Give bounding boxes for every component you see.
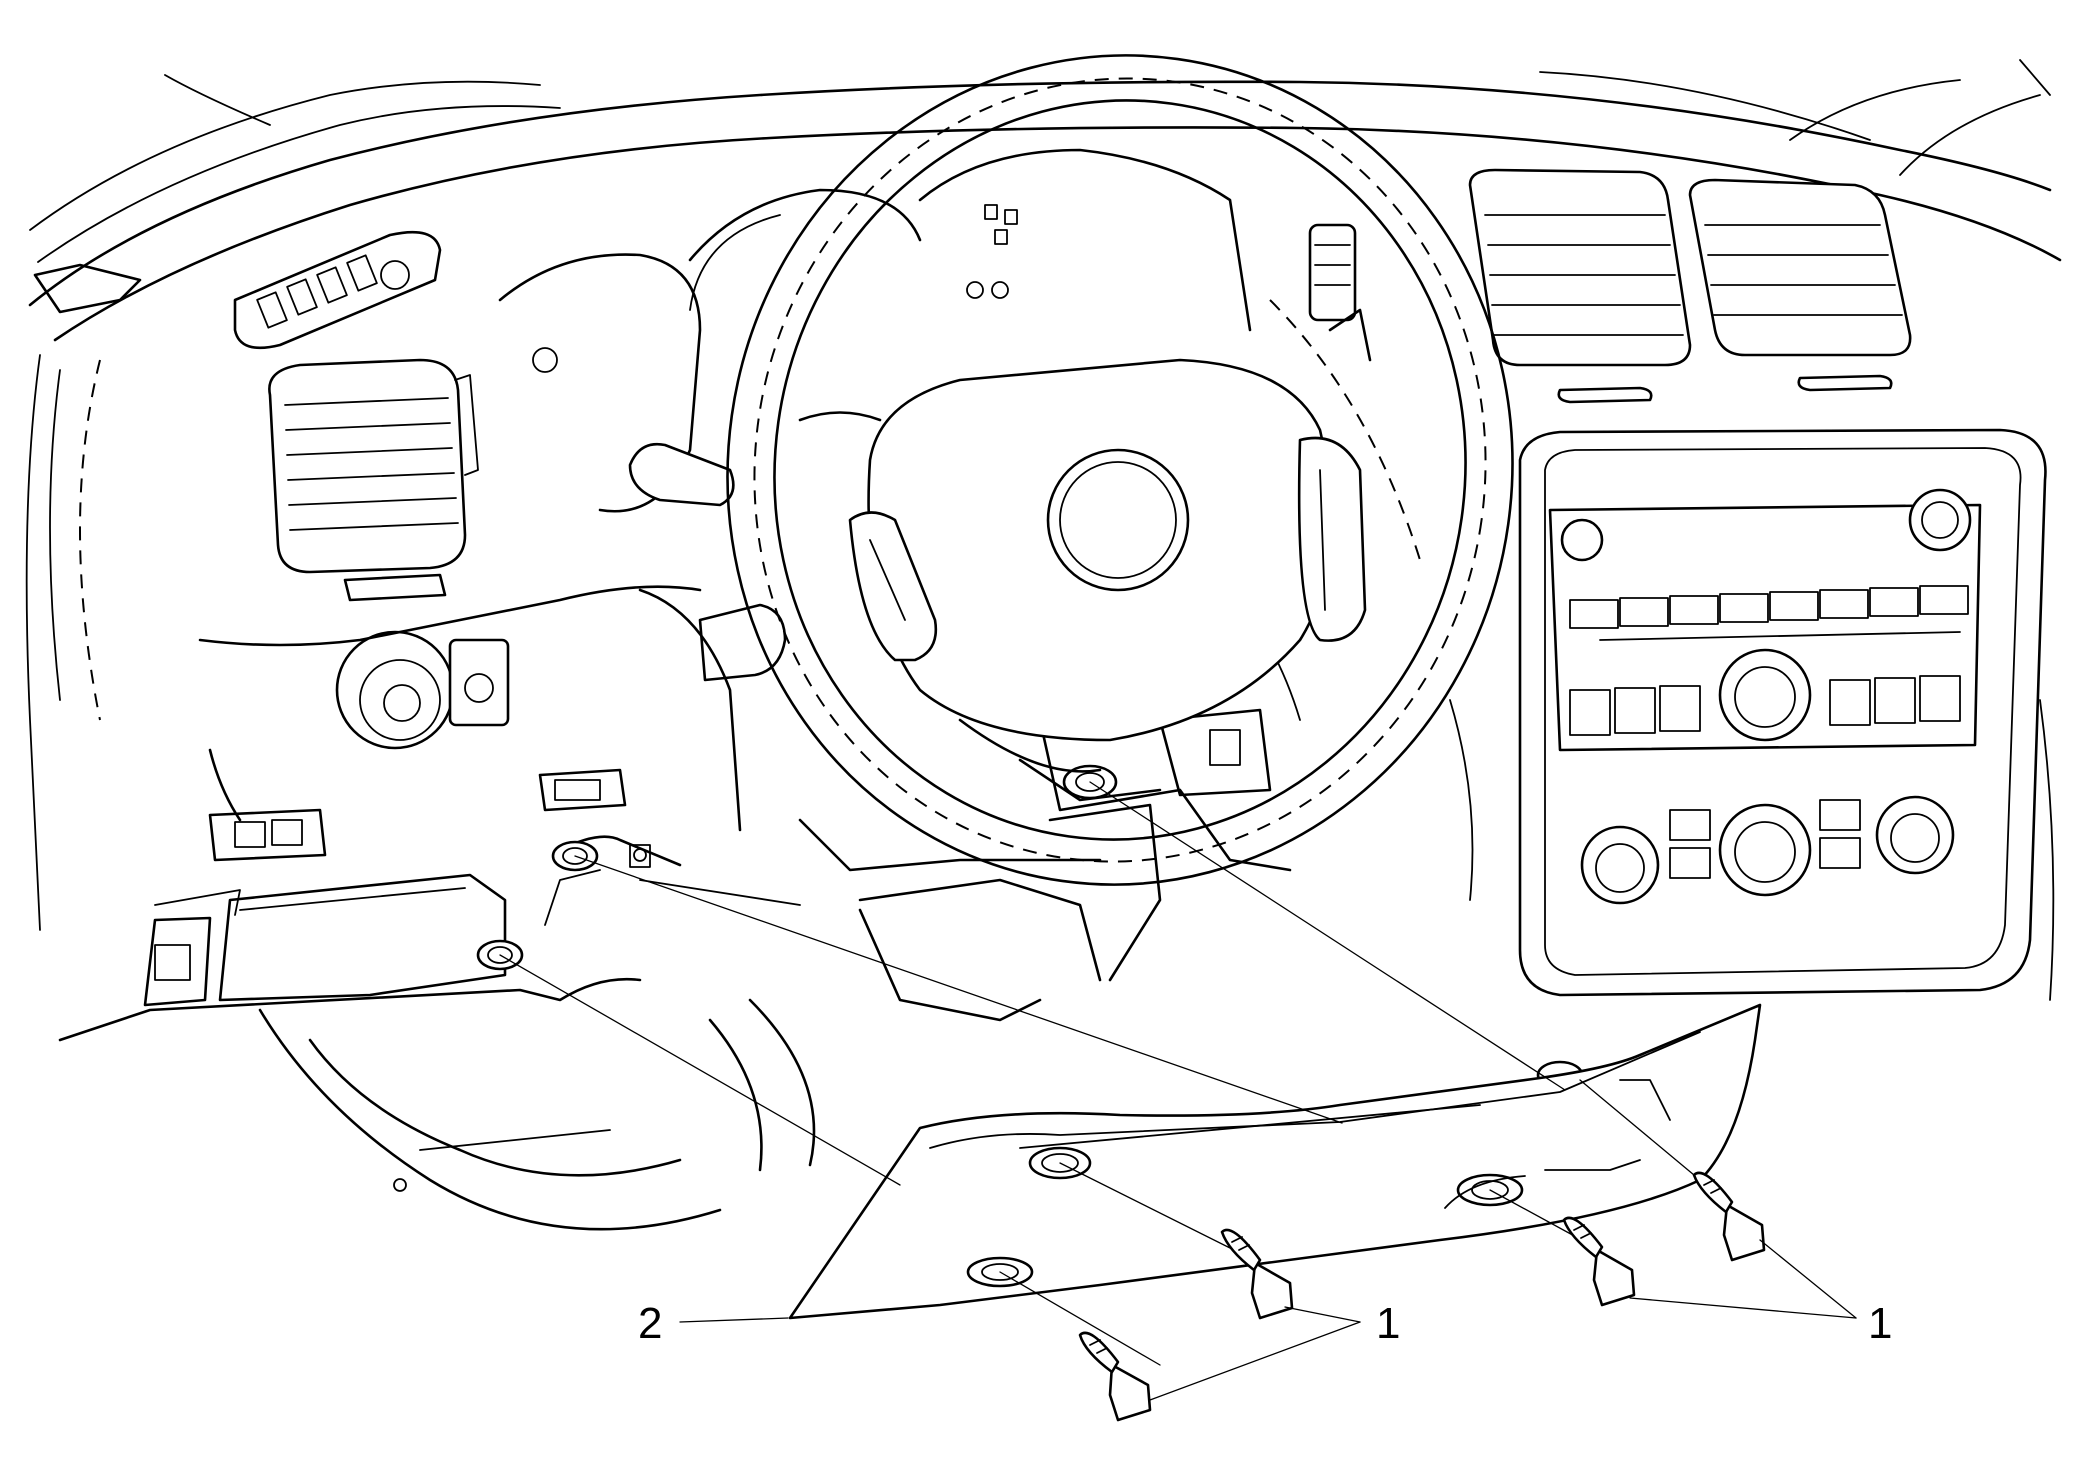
callout-label-1-right: 1 [1868,1299,1892,1348]
callout-label-2: 2 [638,1299,662,1348]
bolt-icon [1692,1171,1766,1262]
callout-group: 2 1 1 [638,1239,1892,1401]
steering-wheel [726,54,1514,886]
bolt-icon [1078,1331,1152,1422]
callout-label-1-left: 1 [1376,1299,1400,1348]
instrument-panel [25,59,2062,1231]
bolt [1078,1171,1766,1422]
bolt-icon [1220,1228,1294,1320]
bolt-icon [1562,1216,1636,1307]
